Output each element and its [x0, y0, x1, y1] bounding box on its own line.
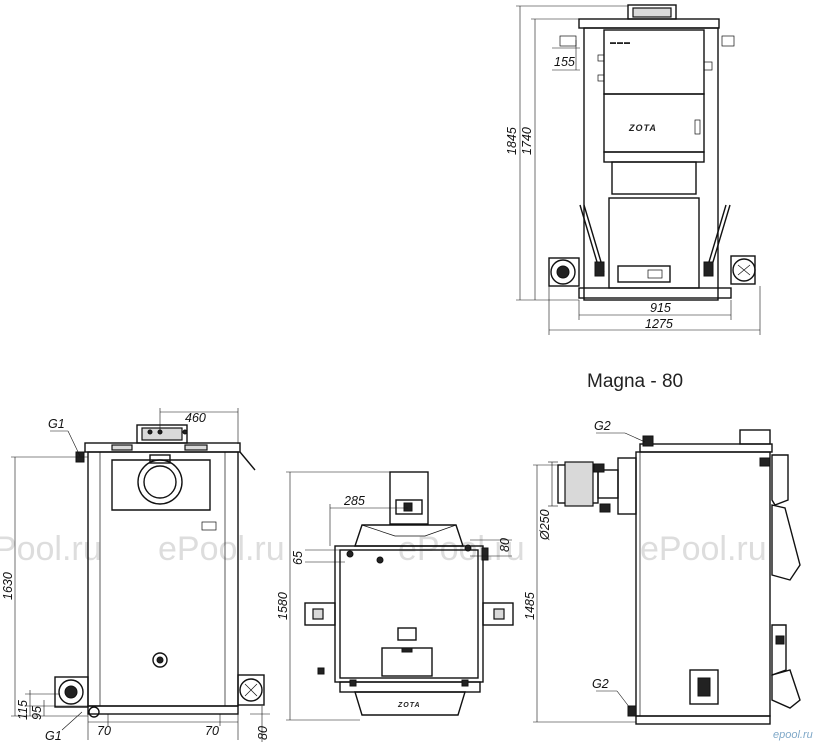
label-g1-bottom: G1 [45, 729, 62, 743]
corner-logo: epool.ru [773, 729, 813, 741]
dim-1580: 1580 [276, 592, 290, 620]
rear-dimensions: G1 460 1630 115 95 70 70 80 G1 [1, 408, 270, 743]
dim-285: 285 [343, 494, 365, 508]
dim-1630: 1630 [1, 572, 15, 600]
front-small-label: ▬▬▬ [610, 40, 631, 46]
dim-dia-250: Ø250 [538, 509, 552, 541]
model-title: Magna - 80 [587, 371, 683, 392]
dim-155: 155 [554, 55, 575, 69]
side-dimensions: G2 Ø250 1485 G2 [523, 419, 646, 723]
label-g2-top: G2 [594, 419, 611, 433]
front-brand-label: ZOTA [628, 123, 657, 133]
watermarks: ePool.ru ePool.ru ePool.ru ePool.ru [0, 530, 767, 568]
dim-65: 65 [291, 551, 305, 565]
dim-70-right: 70 [205, 724, 219, 738]
dim-80-mid: 80 [498, 538, 512, 552]
dim-915: 915 [650, 301, 671, 315]
dim-95: 95 [30, 706, 44, 720]
label-g1-top: G1 [48, 417, 65, 431]
rear-view [54, 424, 265, 718]
watermark-4: ePool.ru [640, 530, 767, 568]
dim-70-left: 70 [97, 724, 111, 738]
mid-brand-label: ZOTA [397, 702, 421, 709]
label-g2-bottom: G2 [592, 677, 609, 691]
dim-80-left: 80 [256, 726, 270, 740]
watermark-1: ePool.ru [0, 530, 102, 568]
dim-1485: 1485 [523, 592, 537, 620]
top-dimensions: 1580 285 65 80 [276, 471, 512, 721]
watermark-2: ePool.ru [158, 530, 285, 568]
front-view: ▬▬▬ ZOTA [548, 4, 756, 301]
top-view: ZOTA [304, 471, 514, 716]
dim-115: 115 [16, 700, 30, 720]
dim-1845: 1845 [505, 127, 519, 155]
dim-1275: 1275 [645, 317, 673, 331]
dim-460: 460 [185, 411, 206, 425]
dim-1740: 1740 [520, 127, 534, 155]
side-view [557, 429, 801, 725]
front-dimensions: 1845 1740 155 915 1275 [505, 5, 761, 335]
